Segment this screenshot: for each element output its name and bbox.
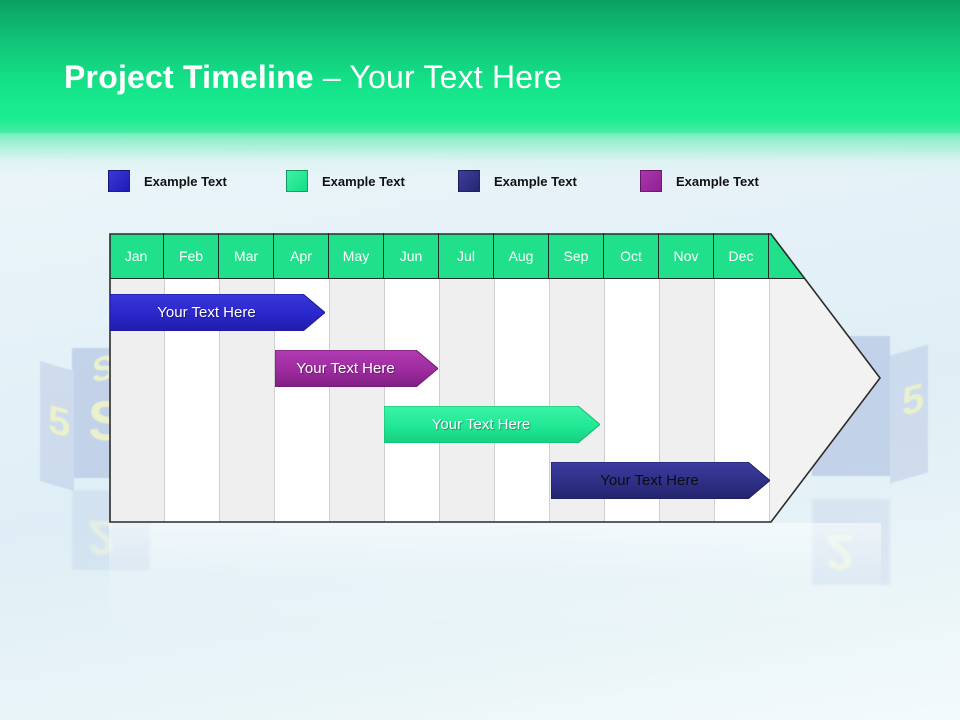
month-cell-jul[interactable]: Jul <box>439 233 494 278</box>
chart-reflection <box>109 523 881 643</box>
month-cell-mar[interactable]: Mar <box>219 233 274 278</box>
timeline-bar-4[interactable]: Your Text Here <box>551 462 770 499</box>
month-cell-feb[interactable]: Feb <box>164 233 219 278</box>
page-title-bold: Project Timeline <box>64 59 314 95</box>
bar-arrow-shape <box>384 406 600 443</box>
legend: Example Text Example Text Example Text E… <box>108 166 828 196</box>
bar-arrow-shape <box>110 294 325 331</box>
timeline-bar-label: Your Text Here <box>157 304 256 321</box>
cube-glyph: 5 <box>902 374 925 426</box>
legend-swatch-icon <box>458 170 480 192</box>
month-cell-oct[interactable]: Oct <box>604 233 659 278</box>
page-title: Project Timeline – Your Text Here <box>64 59 562 96</box>
month-cell-may[interactable]: May <box>329 233 384 278</box>
header-gradient-fade <box>0 118 960 180</box>
timeline-bar-label: Your Text Here <box>600 472 699 489</box>
month-cell-jun[interactable]: Jun <box>384 233 439 278</box>
month-cell-nov[interactable]: Nov <box>659 233 714 278</box>
legend-item-3[interactable]: Example Text <box>458 166 577 196</box>
bar-arrow-shape <box>275 350 438 387</box>
cube-glyph: 5 <box>48 396 71 448</box>
month-cell-apr[interactable]: Apr <box>274 233 329 278</box>
legend-swatch-icon <box>108 170 130 192</box>
legend-item-2[interactable]: Example Text <box>286 166 405 196</box>
legend-item-label: Example Text <box>494 173 577 189</box>
timeline-chart: Jan Feb Mar Apr May Jun Jul Aug Sep Oct … <box>109 233 881 523</box>
month-cell-sep[interactable]: Sep <box>549 233 604 278</box>
month-cell-aug[interactable]: Aug <box>494 233 549 278</box>
timeline-bar-label: Your Text Here <box>431 416 531 433</box>
timeline-bar-1[interactable]: Your Text Here <box>110 294 325 331</box>
timeline-bar-2[interactable]: Your Text Here <box>275 350 438 387</box>
page-title-separator: – <box>313 59 350 95</box>
legend-item-label: Example Text <box>144 173 227 189</box>
month-cell-dec[interactable]: Dec <box>714 233 769 278</box>
page-title-light: Your Text Here <box>349 59 563 95</box>
cube-glyph: 2 <box>826 524 854 580</box>
slide-header-band <box>0 0 960 133</box>
timeline-bar-3[interactable]: Your Text Here <box>384 406 600 443</box>
bar-arrow-shape <box>551 462 770 499</box>
legend-item-label: Example Text <box>676 173 759 189</box>
month-cell-jan[interactable]: Jan <box>109 233 164 278</box>
legend-swatch-icon <box>286 170 308 192</box>
legend-item-label: Example Text <box>322 173 405 189</box>
timeline-bar-label: Your Text Here <box>296 360 395 377</box>
legend-item-4[interactable]: Example Text <box>640 166 759 196</box>
month-header-row: Jan Feb Mar Apr May Jun Jul Aug Sep Oct … <box>109 233 769 278</box>
legend-item-1[interactable]: Example Text <box>108 166 227 196</box>
legend-swatch-icon <box>640 170 662 192</box>
